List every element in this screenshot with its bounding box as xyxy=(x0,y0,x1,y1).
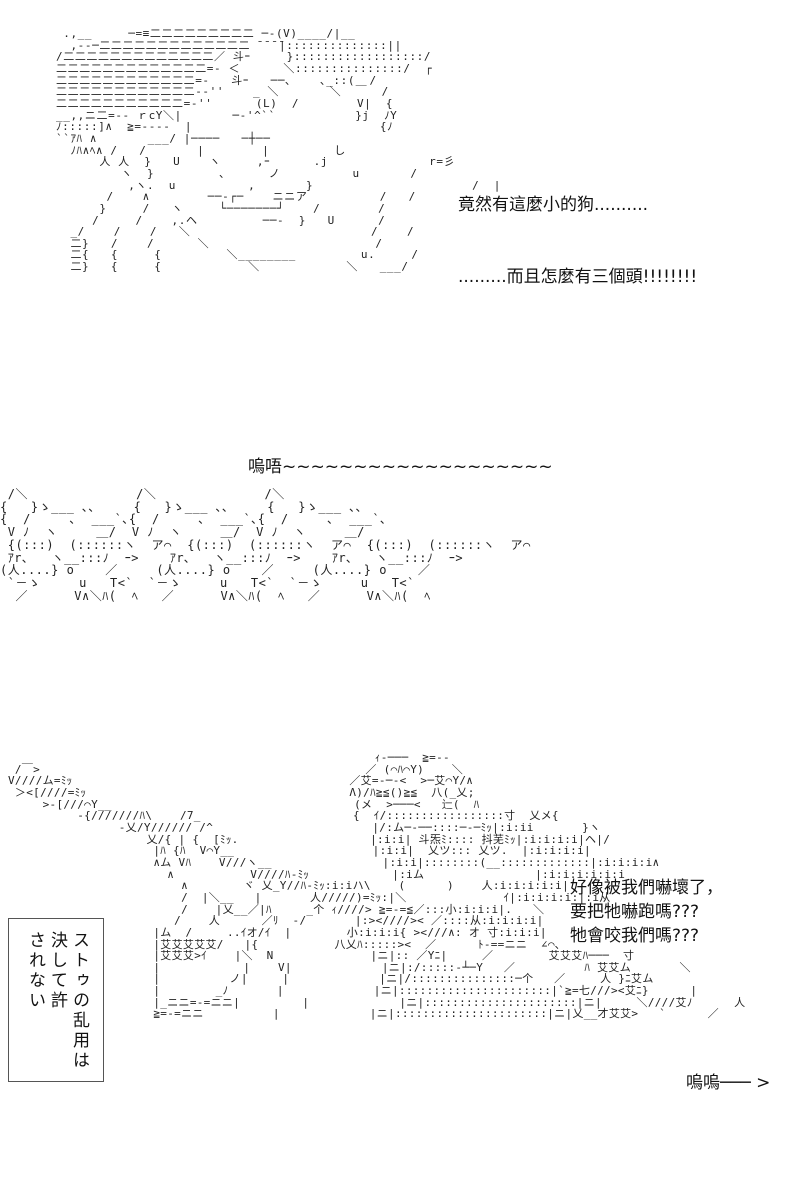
dialogue-line-1: 竟然有這麼小的狗.......... xyxy=(458,195,649,215)
dialogue-question-block: 好像被我們嚇壞了， 要把牠嚇跑嗎??? 牠會咬我們嗎??? xyxy=(570,878,723,947)
vertical-sign-box: ストゥの乱用は 決して許 されない xyxy=(8,918,104,1082)
sign-text-column-3: されない xyxy=(25,931,45,1011)
ascii-art-character-panel1: .,__ ─=≡二二二二二二二二二 ─-(V)____/|__ ,-‐─二二二二… xyxy=(56,27,501,274)
sign-text-column-1: ストゥの乱用は xyxy=(69,931,89,1071)
ascii-art-three-headed-dog: /＼ /＼ /＼ { }ゝ___ ､､ { }ゝ___ ､､ { }ゝ___ ､… xyxy=(0,487,531,603)
dialogue-line-2: .........而且怎麼有三個頭!!!!!!!! xyxy=(458,267,698,287)
ascii-art-characters-panel3: ｨ‐─── ≧=-- /￣> ／ (⌒ﾊ⌒Y) ＼ V////ム=ﾐｯ ／艾=-… xyxy=(8,751,746,1021)
dialogue-whimper-2: 嗚嗚─── > xyxy=(686,1073,771,1093)
dialogue-whimper: 嗚唔~~~~~~~~~~~~~~~~~~~ xyxy=(248,457,553,477)
sign-text-column-2: 決して許 xyxy=(47,931,67,1011)
